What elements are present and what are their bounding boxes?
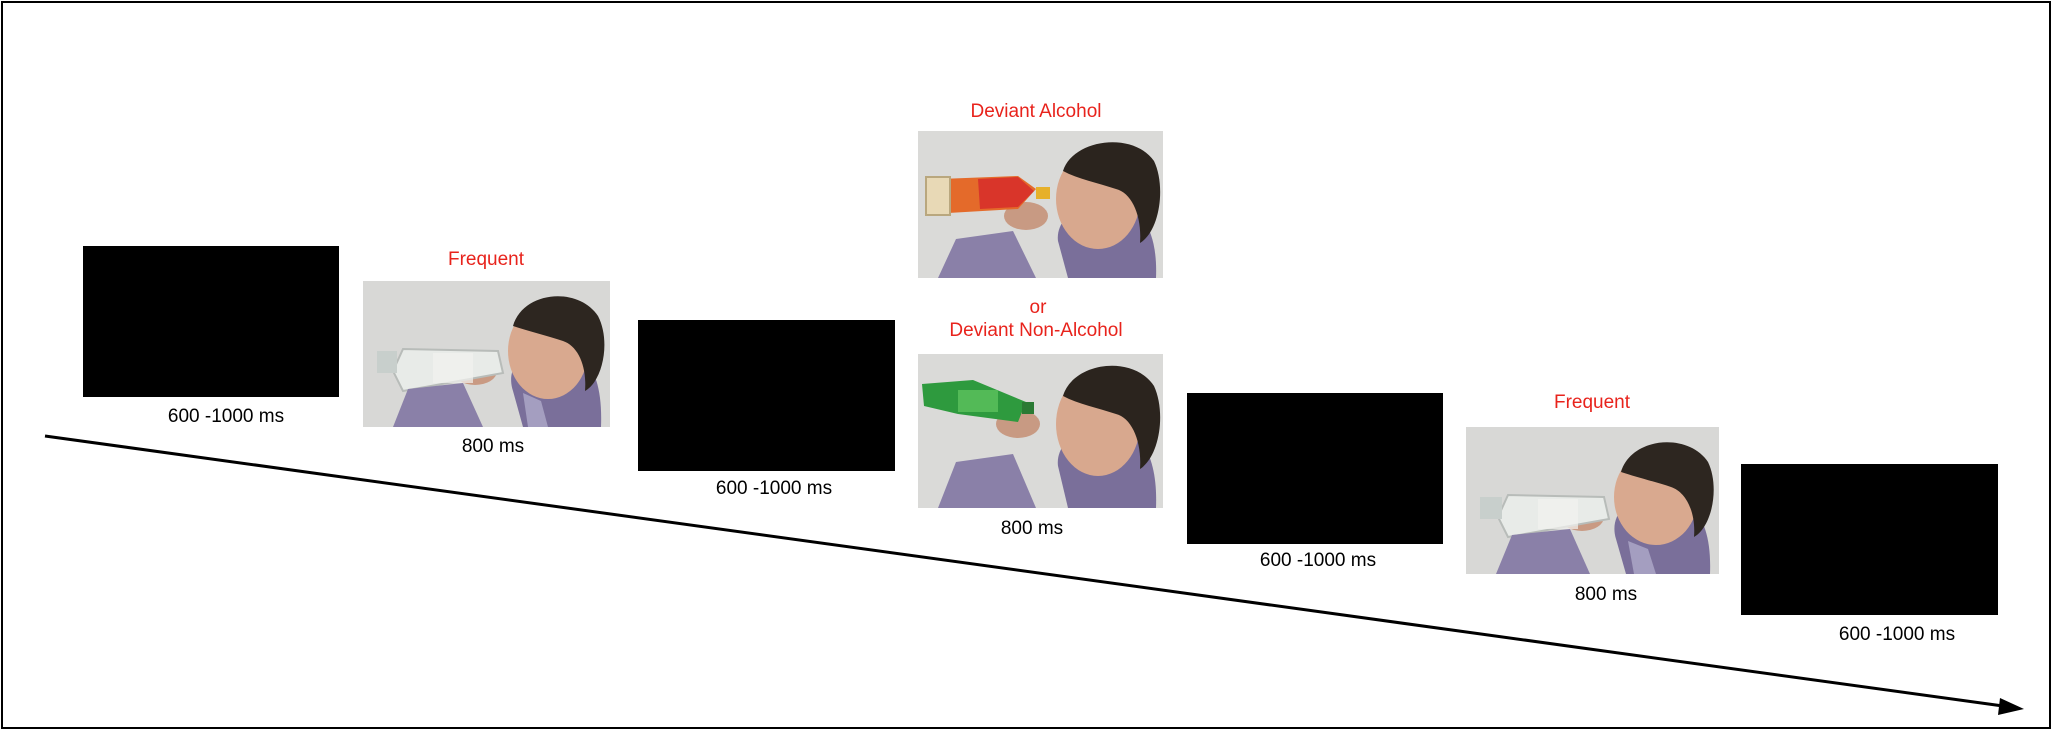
- duration-label-7: 600 -1000 ms: [1838, 624, 1956, 645]
- stimulus-photo-alcohol: [918, 131, 1163, 278]
- condition-label-deviant-non-alcohol: Deviant Non-Alcohol: [949, 320, 1123, 341]
- blank-screen-4: [1741, 464, 1998, 615]
- condition-label-frequent-2: Frequent: [1553, 392, 1631, 413]
- duration-label-5: 600 -1000 ms: [1259, 550, 1377, 571]
- blank-screen-1: [83, 246, 339, 397]
- duration-label-2: 800 ms: [461, 436, 525, 457]
- duration-label-3: 600 -1000 ms: [715, 478, 833, 499]
- duration-label-1: 600 -1000 ms: [167, 406, 285, 427]
- stimulus-photo-soda: [918, 354, 1163, 508]
- connector-or: or: [1029, 297, 1047, 318]
- condition-label-frequent-1: Frequent: [447, 249, 525, 270]
- condition-label-deviant-alcohol: Deviant Alcohol: [970, 101, 1102, 122]
- stimulus-photo-water-2: [1466, 427, 1719, 574]
- blank-screen-3: [1187, 393, 1443, 544]
- stimulus-photo-water-1: [363, 281, 610, 427]
- blank-screen-2: [638, 320, 895, 471]
- duration-label-4: 800 ms: [1000, 518, 1064, 539]
- arrow-head-icon: [1998, 698, 2024, 715]
- duration-label-6: 800 ms: [1574, 584, 1638, 605]
